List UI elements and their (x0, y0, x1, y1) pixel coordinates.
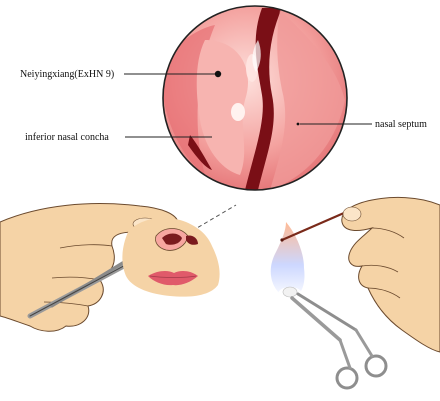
label-neiyingxiang: Neiyingxiang(ExHN 9) (20, 69, 114, 80)
label-nasal-septum: nasal septum (375, 119, 427, 130)
septum-point-marker (297, 123, 300, 126)
label-inferior-nasal-concha: inferior nasal concha (25, 132, 109, 143)
neiyingxiang-point-marker (215, 71, 221, 77)
hemostat-clamp (292, 294, 386, 388)
magnified-nasal-view (163, 6, 347, 190)
face-nose-mouth (122, 218, 219, 297)
